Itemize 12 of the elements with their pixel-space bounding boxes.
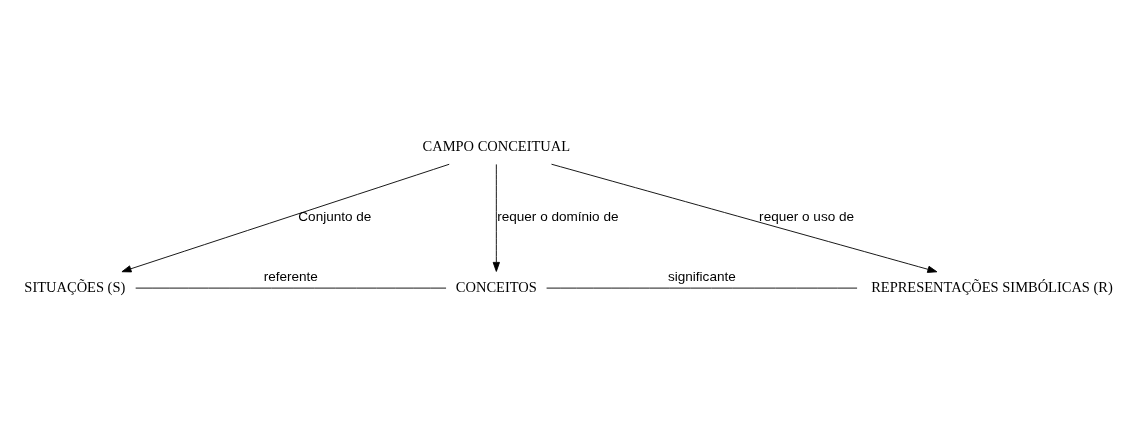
arrow <box>551 163 938 273</box>
arrow <box>492 163 500 272</box>
node-text: REPRESENTAÇÕES SIMBÓLICAS (R) <box>871 278 1113 295</box>
edge-label: Conjunto de <box>298 208 372 224</box>
node-text: CAMPO CONCEITUAL <box>422 137 571 154</box>
edge-label: requer o domínio de <box>497 208 619 224</box>
node-text: CONCEITOS <box>455 278 537 295</box>
node-text: SITUAÇÕES (S) <box>24 278 126 295</box>
edge-label: significante <box>667 268 736 284</box>
edge-label: requer o uso de <box>759 208 855 224</box>
arrow <box>121 163 450 272</box>
edge-label: referente <box>263 268 318 284</box>
